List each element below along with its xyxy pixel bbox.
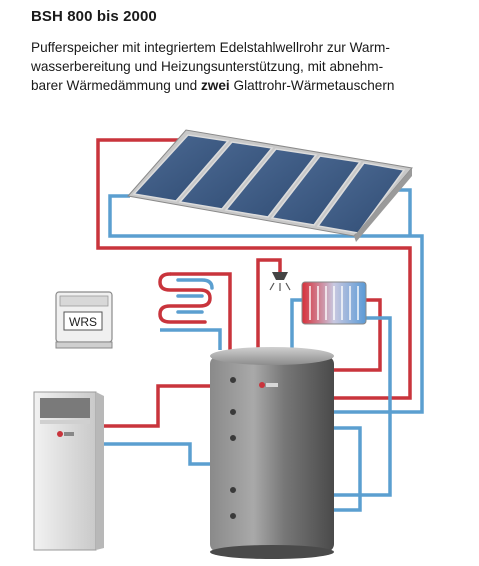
underfloor-heating-coil	[158, 272, 214, 324]
product-title: BSH 800 bis 2000	[31, 8, 157, 25]
wrs-controller: WRS	[55, 291, 113, 349]
collector-panel-1	[132, 134, 230, 202]
tank-logo-icon	[259, 382, 278, 388]
description-emphasis: zwei	[201, 78, 230, 93]
boiler-return-pipe	[96, 442, 210, 466]
heating-circuit-pipes	[334, 298, 392, 512]
collector-panel-2	[178, 141, 274, 210]
radiator-icon	[301, 281, 367, 325]
heating-return-pipe	[334, 426, 362, 512]
coil-red	[158, 272, 212, 324]
heating-supply-pipe	[334, 298, 382, 372]
solar-supply-pipe	[96, 138, 412, 400]
underfloor-supply	[170, 272, 232, 350]
collector-panel-4	[270, 155, 362, 226]
collector-panel-5	[316, 162, 406, 234]
buffer-tank	[210, 347, 334, 559]
collector-outlet-pipe	[398, 188, 412, 236]
solar-collector-array	[127, 129, 413, 242]
radiator-return-pipe	[334, 316, 392, 497]
underfloor-return	[160, 328, 222, 350]
solar-return-pipe	[108, 194, 424, 414]
product-description: Pufferspeicher mit integriertem Edelstah…	[31, 38, 471, 95]
solar-circuit-pipes	[96, 138, 424, 414]
boiler-supply-pipe	[96, 384, 210, 428]
description-line-3-post: Glattrohr-Wärmetauschern	[229, 78, 395, 93]
collector-panel-3	[224, 148, 318, 218]
description-line-2: wasserbereitung und Heizungsunterstützun…	[31, 59, 384, 74]
shower-head-icon	[269, 272, 291, 291]
description-line-1: Pufferspeicher mit integriertem Edelstah…	[31, 40, 390, 55]
controller-label: WRS	[69, 315, 97, 329]
coil-blue	[176, 278, 214, 314]
hot-water-pipe	[256, 258, 282, 350]
domestic-pipes	[160, 258, 310, 350]
boiler-logo-icon	[57, 431, 74, 437]
tank-connection-ports	[229, 376, 237, 520]
description-line-3-pre: barer Wärmedämmung und	[31, 78, 201, 93]
boiler-pipes	[96, 384, 210, 466]
boiler-unit	[33, 391, 104, 551]
collector-edge	[354, 168, 412, 242]
